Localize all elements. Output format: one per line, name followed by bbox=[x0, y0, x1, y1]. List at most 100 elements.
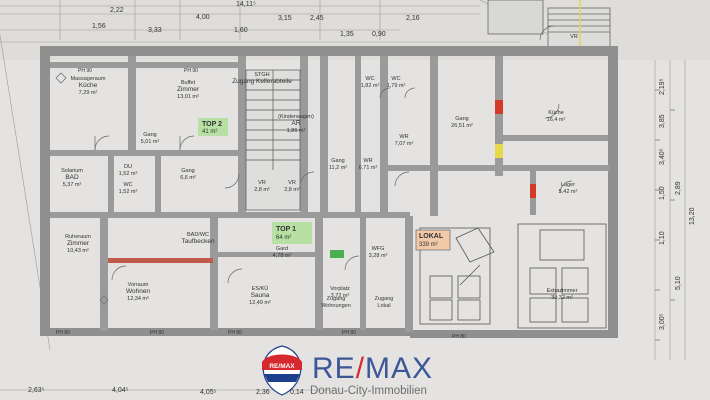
room-name: WR bbox=[399, 134, 408, 140]
unit-tag-top2-label: TOP 2 bbox=[202, 121, 222, 128]
room-name: Massageraum bbox=[71, 76, 106, 82]
room-label: WR7,07 m² bbox=[395, 134, 414, 147]
dim-top-0: 2,22 bbox=[110, 7, 124, 14]
room-name: Buffet bbox=[181, 80, 196, 86]
unit-tag-lokal-area: 339 m² bbox=[419, 242, 438, 248]
dimension-labels: 2,22 1,56 3,33 4,00 14,11⁵ 1,60 3,15 2,4… bbox=[28, 1, 420, 396]
remax-wordmark-max: MAX bbox=[365, 352, 433, 385]
room-area: 4,78 m² bbox=[273, 253, 292, 259]
dim-top-5: 1,60 bbox=[234, 27, 248, 34]
room-area: 38,32 m² bbox=[551, 295, 573, 301]
dim-bottom-3: 2,36 bbox=[256, 389, 270, 396]
dim-top-7: 2,45 bbox=[310, 15, 324, 22]
dim-right-7: 5,10 bbox=[675, 276, 682, 290]
room-sub: Zimmer bbox=[67, 240, 90, 247]
main-staircase bbox=[245, 69, 301, 211]
room-name: ES/KÜ bbox=[252, 285, 269, 292]
unit-tag-lokal-label: LOKAL bbox=[419, 233, 444, 240]
zugang-wohnungen-line1: Zugang bbox=[327, 296, 346, 302]
remax-wordmark-slash: / bbox=[356, 352, 365, 385]
room-sub: Zugang Kellerabteile bbox=[232, 78, 292, 85]
room-name: BAD/WC bbox=[187, 232, 209, 238]
parapet-label: PH 80 bbox=[56, 330, 70, 336]
inner-walls bbox=[50, 56, 610, 332]
zugang-wohnungen-line2: Wohnungen bbox=[321, 303, 351, 309]
room-sub: Sauna bbox=[251, 292, 270, 299]
dim-right-3: 1,50 bbox=[659, 186, 666, 200]
room-sub: Zimmer bbox=[177, 86, 200, 93]
dim-top-10: 2,16 bbox=[406, 15, 420, 22]
room-area: 6,6 m² bbox=[180, 175, 196, 181]
zugang-lokal-line2: Lokal bbox=[377, 303, 390, 309]
room-label: WC1,52 m² bbox=[119, 182, 138, 195]
dim-right-5: 13,20 bbox=[689, 207, 696, 225]
dim-right-8: 3,00⁵ bbox=[659, 313, 666, 330]
room-name: WR bbox=[363, 158, 372, 164]
room-name: Gang bbox=[331, 158, 344, 164]
room-name: Solarium bbox=[61, 168, 83, 174]
room-label: VR bbox=[570, 34, 578, 40]
parapet-label: PH 80 bbox=[228, 330, 242, 336]
room-area: 3,72 m² bbox=[331, 293, 350, 299]
room-name: STGH bbox=[254, 72, 269, 78]
room-name: WC bbox=[391, 76, 400, 82]
dimension-lines bbox=[0, 0, 686, 391]
room-area: 1,86 m² bbox=[287, 128, 306, 134]
dim-top-4: 14,11⁵ bbox=[236, 1, 256, 8]
room-area: 1,52 m² bbox=[119, 189, 138, 195]
room-area: 7,07 m² bbox=[395, 141, 414, 147]
dim-top-2: 3,33 bbox=[148, 27, 162, 34]
room-sub: Wohnen bbox=[126, 288, 150, 295]
dim-right-2: 3,40⁵ bbox=[659, 148, 666, 165]
parapet-label: PH 80 bbox=[150, 330, 164, 336]
parapet-label: PH 80 bbox=[452, 334, 466, 340]
parapet-label: PH 80 bbox=[342, 330, 356, 336]
unit-tag-lokal-box bbox=[415, 229, 451, 251]
room-label: VR2,8 m² bbox=[254, 180, 270, 193]
room-label: DU1,52 m² bbox=[119, 164, 138, 177]
dim-bottom-0: 2,63⁵ bbox=[28, 387, 45, 394]
room-area: 11,2 m² bbox=[329, 165, 347, 171]
dim-bottom-4: 0,14 bbox=[290, 389, 304, 396]
remax-balloon-icon: RE/MAX bbox=[262, 345, 302, 396]
room-area: 16,4 m² bbox=[547, 117, 566, 123]
parapet-label: PH 90 bbox=[78, 68, 92, 74]
room-area: 12,34 m² bbox=[127, 296, 149, 302]
dim-right-6: 1,10 bbox=[659, 231, 666, 245]
access-labels: Zugang Wohnungen Zugang Lokal bbox=[321, 296, 393, 309]
room-sub: Küche bbox=[79, 82, 98, 89]
room-name: VR bbox=[258, 180, 266, 186]
room-name: (Kinderwagen) bbox=[278, 114, 314, 120]
room-name: Gang bbox=[143, 132, 156, 138]
room-name: Lager bbox=[561, 182, 575, 188]
service-markers bbox=[495, 100, 536, 198]
room-label: WC1,82 m² bbox=[361, 76, 380, 89]
room-label: WR6,71 m² bbox=[359, 158, 378, 171]
room-name: VR bbox=[570, 34, 578, 40]
room-name: Gard bbox=[276, 246, 288, 252]
room-sub: AR bbox=[291, 120, 300, 127]
dim-top-3: 4,00 bbox=[196, 14, 210, 21]
unit-tag-top2: TOP 2 41 m² bbox=[198, 118, 228, 136]
remax-wordmark: RE/MAX bbox=[312, 352, 433, 385]
outer-walls bbox=[40, 46, 618, 338]
room-name: WFG bbox=[372, 246, 385, 252]
dim-bottom-2: 4,05⁵ bbox=[200, 389, 217, 396]
room-name: Extrazimmer bbox=[547, 288, 578, 294]
restaurant-furniture bbox=[419, 223, 607, 329]
unit-tag-lokal: LOKAL 339 m² bbox=[415, 229, 451, 251]
room-area: 7,29 m² bbox=[79, 90, 98, 96]
parapet-label: PH 90 bbox=[184, 68, 198, 74]
